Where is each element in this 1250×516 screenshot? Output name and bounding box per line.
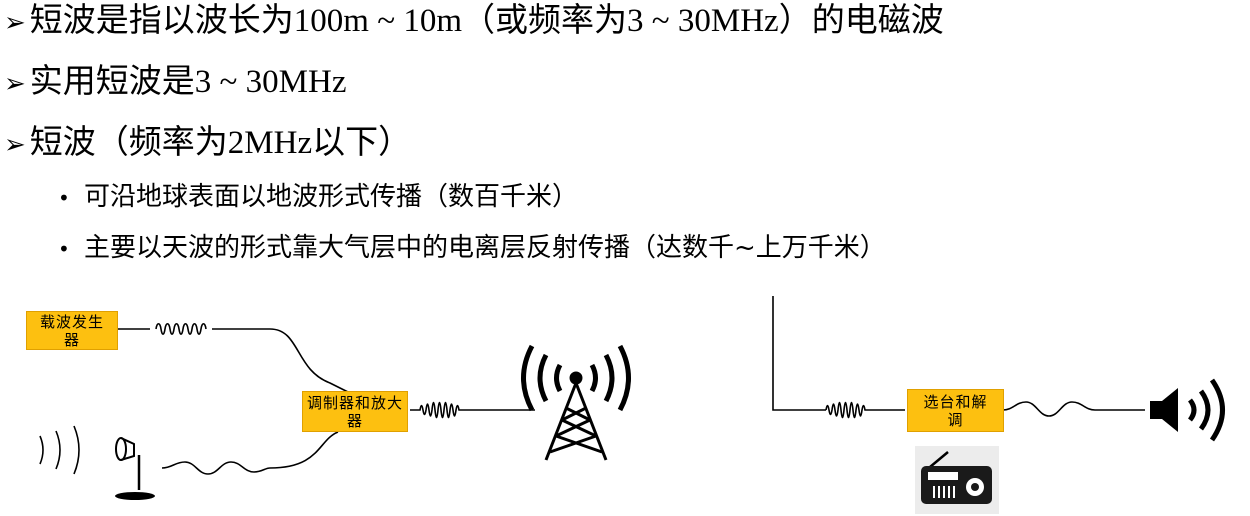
tuner-demodulator-box: 选台和解调 <box>907 389 1004 432</box>
bullet-arrow-icon: ➢ <box>4 8 26 38</box>
bullet-3: ➢短波（频率为2MHz以下） <box>4 122 412 161</box>
sub-bullet-1: •可沿地球表面以地波形式传播（数百千米） <box>58 180 578 215</box>
speaker-icon <box>1150 378 1225 442</box>
sound-wave-icon <box>73 425 80 475</box>
sub-bullet-2: •主要以天波的形式靠大气层中的电离层反射传播（达数千~上万千米） <box>58 231 886 266</box>
demodulated-wave-icon <box>1002 401 1145 417</box>
bullet-dot-icon: • <box>58 237 70 261</box>
received-wave-icon <box>825 401 905 419</box>
audio-wave-icon <box>161 461 271 475</box>
bullet-arrow-icon: ➢ <box>4 130 26 160</box>
bullet-2: ➢实用短波是3 ~ 30MHz <box>4 61 347 100</box>
bullet-1: ➢短波是指以波长为100m ~ 10m（或频率为3 ~ 30MHz）的电磁波 <box>4 0 944 39</box>
carrier-wave-icon <box>155 322 207 336</box>
sound-wave-icon <box>39 435 44 465</box>
sound-wave-icon <box>55 430 61 470</box>
modulated-wave-icon <box>410 401 462 419</box>
microphone-icon <box>115 437 155 500</box>
carrier-generator-box: 载波发生器 <box>26 311 118 350</box>
receiver-antenna-line <box>772 296 826 411</box>
radio-icon <box>915 446 999 514</box>
wire-carrier-to-modulator <box>212 328 351 394</box>
wire-audio-to-modulator <box>269 431 339 469</box>
bullet-dot-icon: • <box>58 186 70 210</box>
bullet-arrow-icon: ➢ <box>4 69 26 99</box>
antenna-tower-icon <box>521 344 631 461</box>
modulator-amplifier-box: 调制器和放大器 <box>302 391 408 432</box>
